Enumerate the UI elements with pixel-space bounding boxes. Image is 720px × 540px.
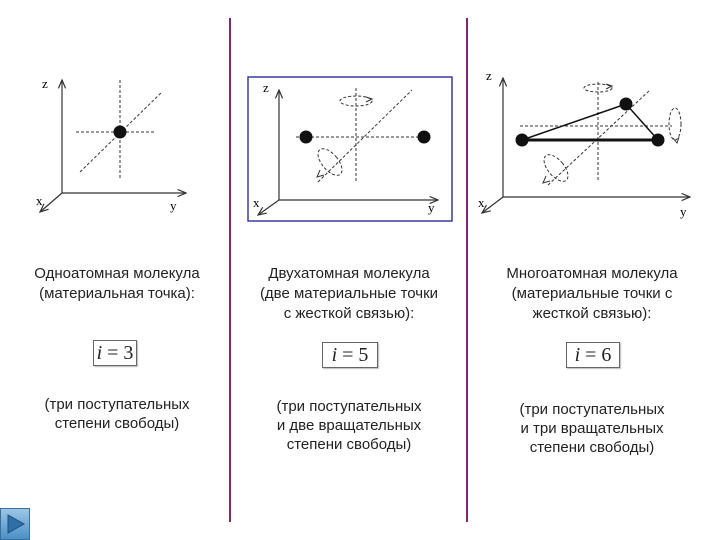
diagram-frame [247,76,453,222]
caption-line: (материальные точки с [511,285,673,302]
caption-line: (две материальные точки [259,285,439,302]
monatomic-dof: (три поступательных степени свободы) [14,395,220,433]
axis-z-label: z [42,76,48,91]
monatomic-formula: i = 3 [93,340,137,366]
polyatomic-caption: Многоатомная молекула (материальные точк… [482,264,702,324]
monatomic-diagram: z y x [36,76,186,213]
formula-equals: = [102,342,124,364]
diatomic-caption: Двухатомная молекула (две материальные т… [243,264,455,324]
formula-variable: i [574,344,581,366]
caption-line: (материальная точка): [39,285,195,302]
formula-equals: = [580,344,602,366]
atom-left [515,133,529,147]
rotation-arrow-x [543,154,569,182]
rotation-arrow-x [317,148,343,176]
rotation-arrow-y [668,107,682,141]
dof-line: (три поступательных [519,401,665,418]
axis-y-label: y [170,198,177,213]
caption-line: с жесткой связью): [283,305,415,322]
axis-y-label: y [680,204,687,219]
rotation-arrow-z-head [605,83,614,90]
bond-top-right [625,103,659,141]
diatomic-formula: i = 5 [322,342,378,368]
polyatomic-dof: (три поступательных и три вращательных с… [482,400,702,457]
diagonal-guide [317,89,413,183]
caption-line: Двухатомная молекула [268,265,430,282]
caption-line: Многоатомная молекула [506,265,678,282]
x-axis [482,196,504,213]
dof-line: и две вращательных [276,417,422,434]
atom-right [417,130,431,144]
formula-equals: = [337,344,359,366]
caption-line: жесткой связью): [532,305,652,322]
polyatomic-formula: i = 6 [566,342,620,368]
rotation-arrow-x-head [542,175,551,184]
x-axis [40,192,63,212]
rotation-arrow-z [583,83,613,93]
formula-variable: i [331,344,338,366]
rotation-arrow-x-head [316,169,325,178]
atom [113,125,127,139]
formula-value: 5 [358,344,369,366]
x-axis [258,199,280,215]
formula-value: 3 [123,342,134,364]
axis-z-label: z [486,68,492,83]
axis-z-label: z [263,80,269,95]
bond-left-top [521,103,627,141]
dof-line: и три вращательных [520,420,664,437]
dof-line: (три поступательных [44,396,190,413]
next-slide-button[interactable] [0,508,30,540]
atom-top [619,97,633,111]
polyatomic-diagram: z y x [478,68,690,219]
column-divider-right [466,18,468,522]
rotation-arrow-z-head [365,96,374,103]
rotation-arrow-z [339,95,373,107]
axis-x-label: x [478,195,485,210]
dof-line: степени свободы) [529,439,655,456]
dof-line: степени свободы) [286,436,412,453]
axis-y-label: y [428,200,435,215]
atom-right [651,133,665,147]
column-divider-left [229,18,231,522]
diatomic-dof: (три поступательных и две вращательных с… [243,397,455,454]
monatomic-caption: Одноатомная молекула (материальная точка… [14,264,220,304]
dof-line: степени свободы) [54,415,180,432]
diatomic-diagram: z y x [247,76,453,222]
rotation-arrow-y-head [672,136,680,145]
diagonal-guide [547,89,651,186]
axis-x-label: x [36,193,43,208]
formula-variable: i [96,342,103,364]
caption-line: Одноатомная молекула [34,265,200,282]
formula-value: 6 [601,344,612,366]
atom-left [299,130,313,144]
dof-line: (три поступательных [276,398,422,415]
axis-x-label: x [253,195,260,210]
play-triangle-icon [7,514,26,534]
